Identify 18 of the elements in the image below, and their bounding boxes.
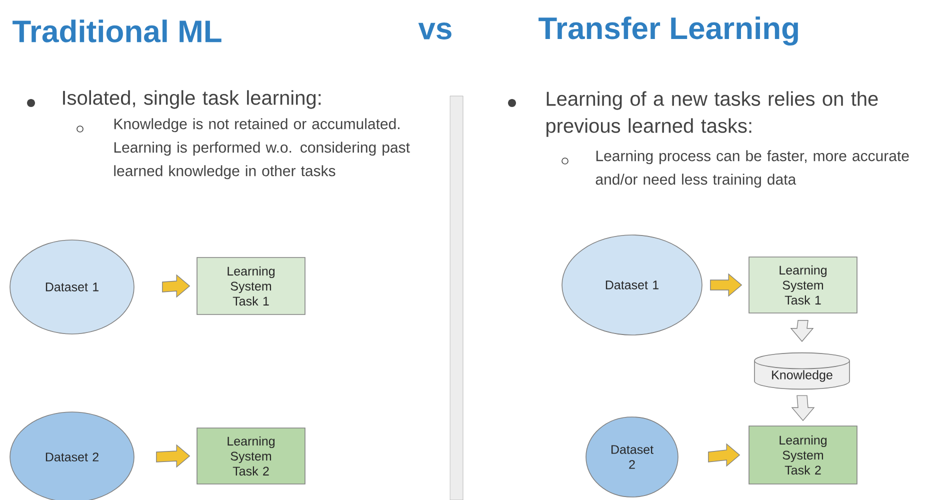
heading: Traditional ML	[12, 20, 222, 42]
knowledge-cylinder: Knowledge	[754, 352, 850, 390]
sub-bullet-text: Knowledge is not retained or accumulated. Learning is performed w.o. considering past learned knowledge in other tasks	[114, 118, 410, 180]
block-arrow	[156, 444, 190, 468]
learning-system-box: Learning System Task 1	[748, 256, 858, 314]
heading: vs	[418, 22, 452, 40]
block-arrow	[791, 395, 815, 422]
heading: Transfer Learning	[538, 16, 798, 46]
learning-system-box: Learning System Task 2	[196, 428, 306, 484]
block-arrow	[708, 443, 740, 467]
sub-bullet-text: Learning process can be faster, more accurate and/or need less training data	[596, 150, 909, 188]
bullet-text: Isolated, single task learning:	[63, 90, 321, 109]
bullet-text: Learning of a new tasks relies on the previous learned tasks:	[546, 91, 878, 137]
block-arrow	[162, 274, 190, 298]
learning-system-box: Learning System Task 2	[748, 426, 858, 484]
block-arrow	[710, 273, 742, 297]
learning-system-box: Learning System Task 1	[196, 257, 306, 315]
block-arrow	[790, 320, 814, 342]
